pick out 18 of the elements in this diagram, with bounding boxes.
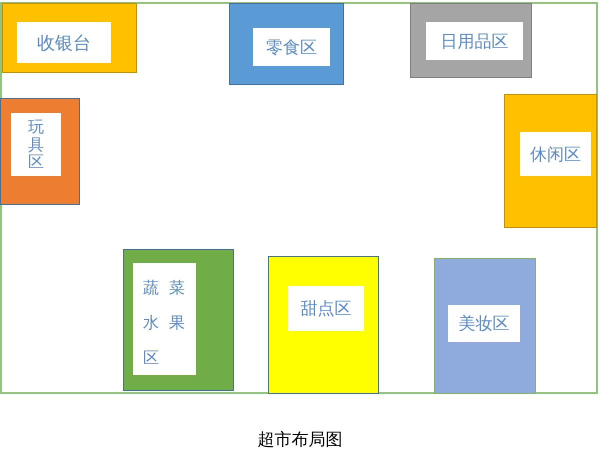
zone-block — [2, 3, 137, 73]
zone-label: 收银台 — [17, 22, 111, 63]
zone-label: 零食区 — [253, 28, 330, 66]
zone-label: 甜点区 — [288, 286, 364, 331]
zone-label: 蔬菜水果区 — [133, 263, 196, 375]
zone-block — [268, 256, 379, 394]
zone-block — [504, 94, 597, 228]
zone-block — [410, 3, 532, 78]
floor-outline — [0, 2, 598, 394]
zone-block — [434, 258, 536, 394]
zone-block — [0, 98, 80, 205]
zone-label: 日用品区 — [426, 22, 523, 60]
zone-label: 美妆区 — [448, 305, 520, 342]
zone-block — [229, 3, 344, 85]
zone-label: 休闲区 — [520, 132, 591, 176]
diagram-caption: 超市布局图 — [258, 429, 342, 451]
zone-block — [123, 249, 234, 391]
zone-label: 玩具区 — [11, 113, 61, 176]
